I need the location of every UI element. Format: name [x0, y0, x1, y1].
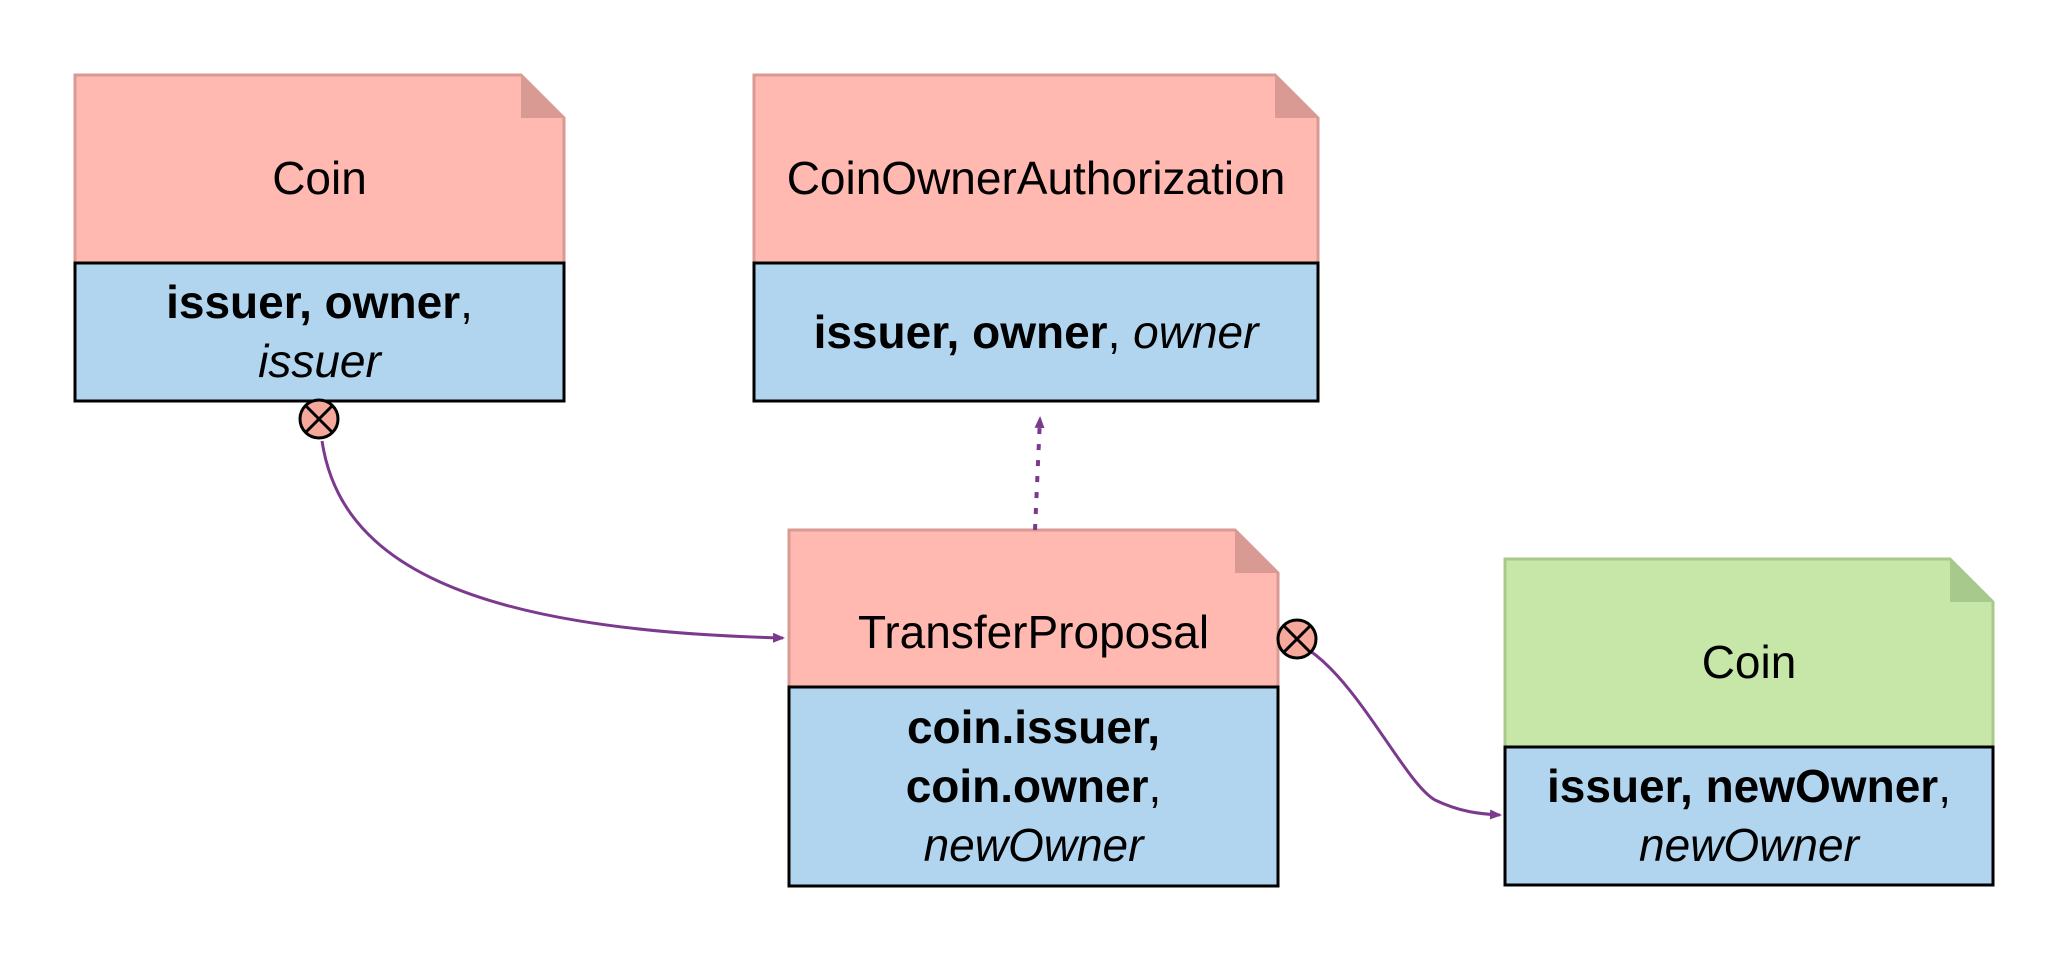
signatory-text: issuer, owner	[813, 305, 1108, 358]
party-lines: issuer, owner,issuer	[166, 273, 473, 391]
observer-text: newOwner	[923, 819, 1144, 871]
signatory-text: coin.owner	[905, 760, 1149, 812]
separator-text: ,	[1148, 760, 1162, 812]
party-line: coin.owner,	[906, 757, 1162, 816]
node-coin-consumed-header	[73, 73, 566, 265]
node-title-coin-created: Coin	[1701, 636, 1797, 688]
party-line: newOwner	[906, 816, 1162, 875]
signatory-text: coin.issuer,	[906, 701, 1161, 753]
node-transfer-proposal	[787, 528, 1280, 888]
party-line: newOwner	[1547, 816, 1951, 875]
party-lines: coin.issuer,coin.owner,newOwner	[906, 698, 1162, 875]
node-coin-owner-authorization-fold	[1275, 75, 1318, 118]
node-title-coin-consumed: Coin	[272, 152, 367, 204]
node-coin-consumed-body	[73, 261, 566, 403]
observer-text: owner	[1133, 305, 1259, 358]
node-parties-coin-created: issuer, newOwner,newOwner	[1505, 747, 1993, 885]
observer-text: issuer	[258, 335, 381, 387]
consume-marker-icon	[298, 398, 340, 440]
party-line: issuer	[166, 332, 473, 391]
node-coin-created-header	[1503, 557, 1995, 749]
node-coin-consumed	[73, 73, 566, 403]
edge-coin-to-transfer-proposal	[320, 440, 785, 643]
node-coin-owner-authorization-body	[752, 261, 1320, 403]
node-parties-coin-consumed: issuer, owner,issuer	[75, 263, 564, 401]
node-coin-created	[1503, 557, 1995, 887]
party-lines: issuer, newOwner,newOwner	[1547, 757, 1951, 875]
party-line: issuer, owner,	[166, 273, 473, 332]
party-lines: issuer, owner, owner	[814, 303, 1259, 362]
party-line: coin.issuer,	[906, 698, 1162, 757]
node-coin-consumed-fold	[521, 75, 564, 118]
node-coin-created-body	[1503, 745, 1995, 887]
separator-text: ,	[1107, 305, 1134, 358]
observer-text: newOwner	[1639, 819, 1859, 871]
signatory-text: issuer, owner	[166, 276, 461, 328]
consume-marker-icon	[1276, 618, 1318, 660]
edge-transfer-proposal-to-coin-owner-authorization	[1033, 416, 1045, 531]
edge-transfer-proposal-to-coin-created	[1281, 636, 1502, 820]
node-title-transfer-proposal: TransferProposal	[857, 606, 1210, 658]
node-transfer-proposal-header	[787, 528, 1280, 689]
separator-text: ,	[460, 276, 473, 328]
node-title-coin-owner-authorization: CoinOwnerAuthorization	[786, 152, 1286, 204]
node-transfer-proposal-body	[787, 685, 1280, 888]
node-coin-owner-authorization	[752, 73, 1320, 403]
party-line: issuer, newOwner,	[1547, 757, 1951, 816]
party-line: issuer, owner, owner	[814, 303, 1259, 362]
separator-text: ,	[1938, 760, 1951, 812]
node-coin-owner-authorization-header	[752, 73, 1320, 265]
node-parties-transfer-proposal: coin.issuer,coin.owner,newOwner	[789, 687, 1278, 886]
node-parties-coin-owner-authorization: issuer, owner, owner	[754, 263, 1318, 401]
node-transfer-proposal-fold	[1235, 530, 1278, 573]
signatory-text: issuer, newOwner	[1547, 760, 1939, 812]
node-coin-created-fold	[1950, 559, 1993, 602]
